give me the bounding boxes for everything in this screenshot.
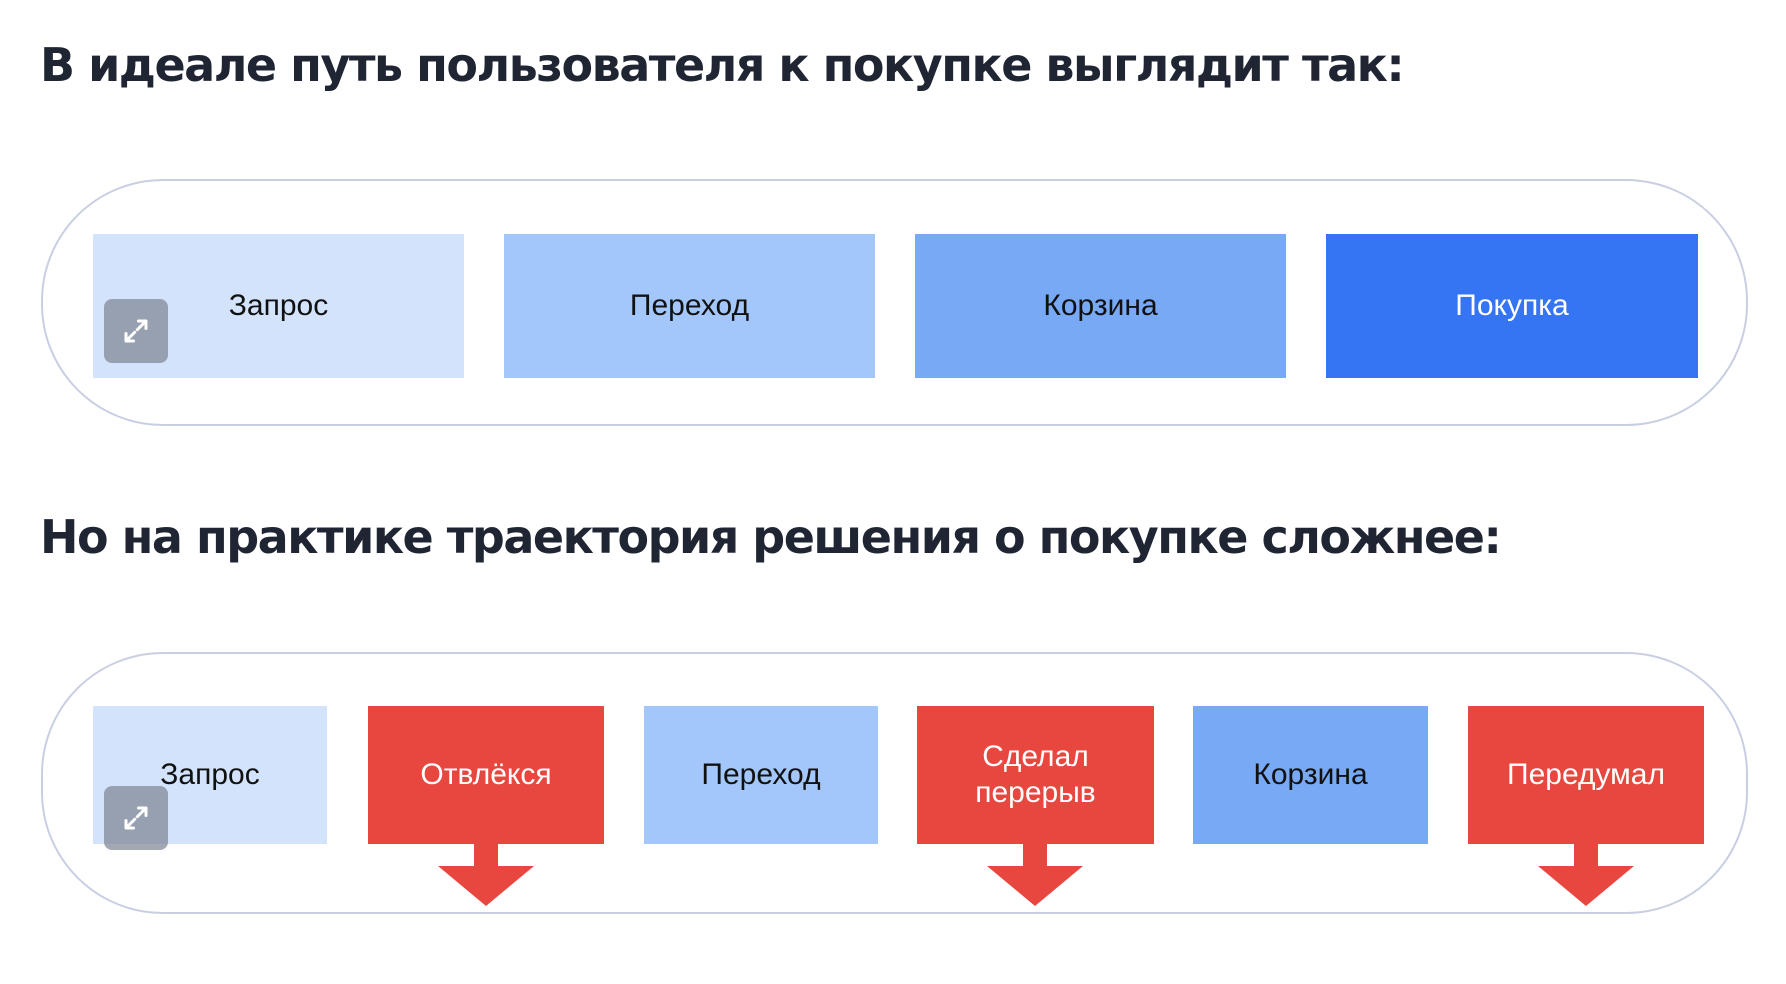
ideal-path-diagram-frame: Запрос Переход Корзина Покупка bbox=[41, 179, 1748, 426]
expand-arrows-icon bbox=[124, 319, 148, 343]
real-path-diagram-frame: Запрос Отвлёкся Переход Сделал перерыв К… bbox=[41, 652, 1748, 914]
down-arrow-icon bbox=[438, 842, 534, 906]
step-purchase: Покупка bbox=[1326, 234, 1698, 378]
step-purchase-label: Покупка bbox=[1455, 289, 1569, 322]
step-transition-label: Переход bbox=[701, 758, 821, 791]
dropoff-took-break: Сделал перерыв bbox=[917, 706, 1154, 844]
step-cart: Корзина bbox=[1193, 706, 1428, 844]
step-cart: Корзина bbox=[915, 234, 1286, 378]
expand-image-button[interactable] bbox=[104, 299, 168, 363]
step-transition: Переход bbox=[644, 706, 878, 844]
down-arrow-icon bbox=[1538, 842, 1634, 906]
heading-ideal-path: В идеале путь пользователя к покупке выг… bbox=[40, 38, 1405, 92]
expand-arrows-icon bbox=[124, 806, 148, 830]
down-arrow-icon bbox=[987, 842, 1083, 906]
dropoff-distracted-label: Отвлёкся bbox=[420, 758, 552, 791]
dropoff-changed-mind: Передумал bbox=[1468, 706, 1704, 844]
dropoff-changed-mind-label: Передумал bbox=[1507, 758, 1665, 791]
step-cart-label: Корзина bbox=[1253, 758, 1368, 791]
heading-real-path: Но на практике траектория решения о поку… bbox=[40, 510, 1502, 564]
expand-image-button[interactable] bbox=[104, 786, 168, 850]
step-transition: Переход bbox=[504, 234, 875, 378]
step-request-label: Запрос bbox=[228, 289, 329, 322]
dropoff-took-break-label: Сделал перерыв bbox=[975, 740, 1096, 809]
dropoff-distracted: Отвлёкся bbox=[368, 706, 604, 844]
step-transition-label: Переход bbox=[629, 289, 750, 322]
step-request-label: Запрос bbox=[160, 758, 260, 791]
step-cart-label: Корзина bbox=[1043, 289, 1158, 322]
